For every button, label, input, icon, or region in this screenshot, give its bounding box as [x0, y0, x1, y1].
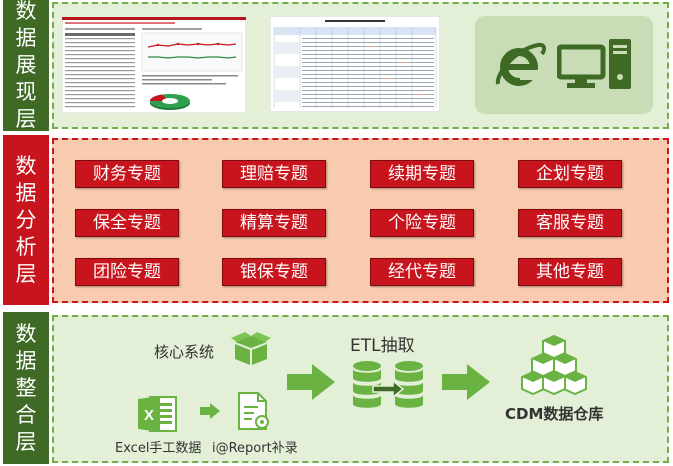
report-label: i@Report补录	[212, 441, 298, 456]
flow-arrow-1-icon	[287, 364, 335, 400]
cdm-label: CDM数据仓库	[505, 405, 604, 423]
topic-customer-service[interactable]: 客服专题	[518, 209, 622, 237]
core-system-label: 核心系统	[154, 343, 215, 361]
excel-label: Excel手工数据	[115, 441, 202, 456]
layer-title: 数据分析层	[15, 153, 37, 286]
topic-preservation[interactable]: 保全专题	[75, 209, 179, 237]
excel-icon: X	[138, 396, 177, 432]
layer-title: 数据展现层	[15, 0, 37, 131]
layer-label-presentation: 数据展现层	[3, 0, 49, 131]
etl-label: ETL抽取	[350, 336, 415, 356]
topic-claims[interactable]: 理赔专题	[222, 160, 326, 188]
topic-finance[interactable]: 财务专题	[75, 160, 179, 188]
topic-brokerage[interactable]: 经代专题	[370, 258, 474, 286]
topic-planning[interactable]: 企划专题	[518, 160, 622, 188]
dashboard-thumbnail	[62, 17, 246, 113]
report-document-icon	[238, 392, 269, 430]
table-report-thumbnail	[270, 16, 440, 112]
layer-label-analysis: 数据分析层	[3, 135, 49, 305]
small-arrow-icon	[200, 403, 220, 419]
topic-actuarial[interactable]: 精算专题	[222, 209, 326, 237]
topic-group[interactable]: 团险专题	[75, 258, 179, 286]
flow-arrow-2-icon	[442, 364, 490, 400]
svg-text:X: X	[144, 407, 154, 424]
etl-database-icon	[353, 361, 423, 408]
ie-browser-icon	[495, 42, 546, 86]
topic-renewal[interactable]: 续期专题	[370, 160, 474, 188]
layer-label-integration: 数据整合层	[3, 312, 49, 464]
topic-individual[interactable]: 个险专题	[370, 209, 474, 237]
layer-title: 数据整合层	[15, 321, 37, 454]
topic-other[interactable]: 其他专题	[518, 258, 622, 286]
cdm-cubes-icon	[521, 334, 587, 396]
core-system-box-icon	[231, 332, 271, 365]
topic-bancassurance[interactable]: 银保专题	[222, 258, 326, 286]
desktop-computer-icon	[557, 39, 631, 89]
